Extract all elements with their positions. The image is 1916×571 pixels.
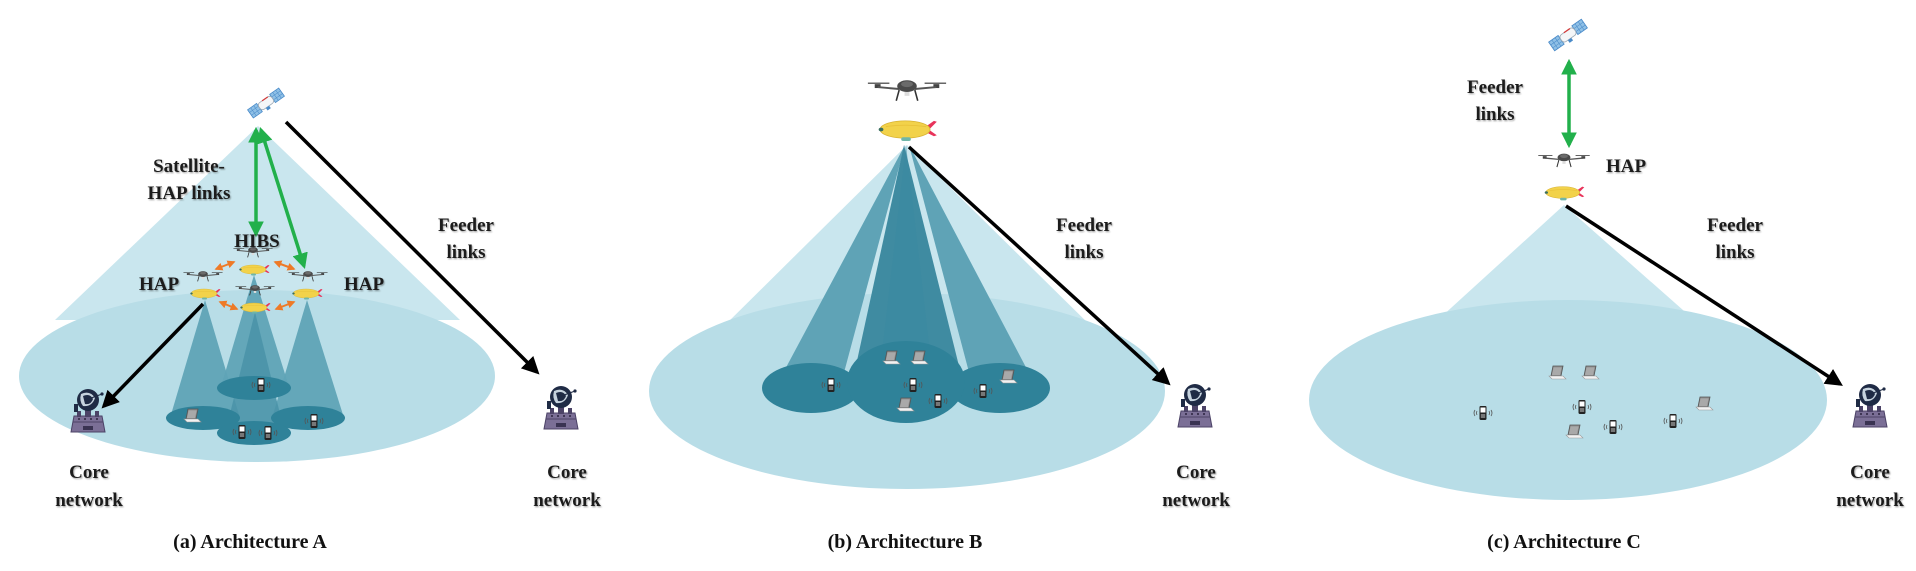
satellite-hap-links-label: Satellite-	[153, 156, 225, 177]
beam	[880, 145, 932, 370]
feeder-links-label: Feeder	[1707, 215, 1763, 236]
satellite-icon	[1548, 18, 1589, 54]
core-network-label: Core	[1176, 462, 1216, 483]
panel-c: Feeder links HAP Feeder links Core netwo…	[1309, 18, 1904, 553]
satellite-hap-link	[257, 126, 308, 270]
coverage-cell	[950, 363, 1050, 413]
coverage-cell	[271, 406, 345, 430]
feeder-links-label: Feeder	[1056, 215, 1112, 236]
inter-hap-link	[218, 300, 239, 311]
core-network-label: Core	[547, 462, 587, 483]
beam	[909, 145, 1030, 395]
panel-caption: (c) Architecture C	[1487, 531, 1641, 553]
feeder-link	[101, 302, 205, 409]
core-network-label: network	[533, 490, 601, 511]
airship-icon	[878, 120, 938, 142]
core-network-label: network	[1162, 490, 1230, 511]
coverage-cell	[217, 421, 291, 445]
core-network-label: Core	[69, 462, 109, 483]
inter-hap-link	[274, 300, 296, 311]
feeder-links-label: Feeder	[438, 215, 494, 236]
beam	[782, 145, 905, 395]
feeder-link	[284, 120, 540, 375]
panel-a: Satellite- HAP links HIBS HAP HAP Feeder…	[19, 87, 601, 553]
satellite-icon	[246, 87, 286, 121]
beam	[225, 312, 285, 434]
feeder-links-label: Feeder	[1467, 77, 1523, 98]
feeder-links-label: links	[446, 242, 485, 263]
hap-label: HAP	[344, 274, 385, 295]
core-network-label: network	[1836, 490, 1904, 511]
drone-icon	[1537, 152, 1591, 168]
feeder-links-label: links	[1715, 242, 1754, 263]
panel-caption: (a) Architecture A	[173, 531, 327, 553]
inter-hap-link	[214, 260, 236, 271]
panel-caption: (b) Architecture B	[828, 531, 983, 553]
inter-hap-link	[273, 260, 296, 271]
hap-label: HAP	[139, 274, 180, 295]
hap-label: HAP	[1606, 156, 1647, 177]
panel-b: Feeder links Core network (b) Architectu…	[649, 79, 1230, 553]
hap-coverage-cone	[1440, 205, 1692, 318]
ground-station-icon	[1177, 383, 1213, 428]
coverage-cell	[762, 363, 860, 413]
feeder-links-label: links	[1475, 104, 1514, 125]
ground-station-icon	[543, 385, 579, 430]
satellite-hap-links-label: HAP links	[148, 183, 231, 204]
feeder-link	[907, 145, 1171, 386]
coverage-cell	[217, 376, 291, 400]
drone-icon	[866, 79, 948, 102]
hibs-label: HIBS	[234, 231, 279, 252]
ground-station-icon	[1852, 383, 1888, 428]
feeder-links-label: links	[1064, 242, 1103, 263]
airship-icon	[1544, 186, 1585, 201]
coverage-cell	[166, 406, 240, 430]
core-network-label: network	[55, 490, 123, 511]
ground-coverage-area	[1309, 300, 1827, 500]
core-network-label: Core	[1850, 462, 1890, 483]
feeder-link	[1565, 204, 1843, 386]
